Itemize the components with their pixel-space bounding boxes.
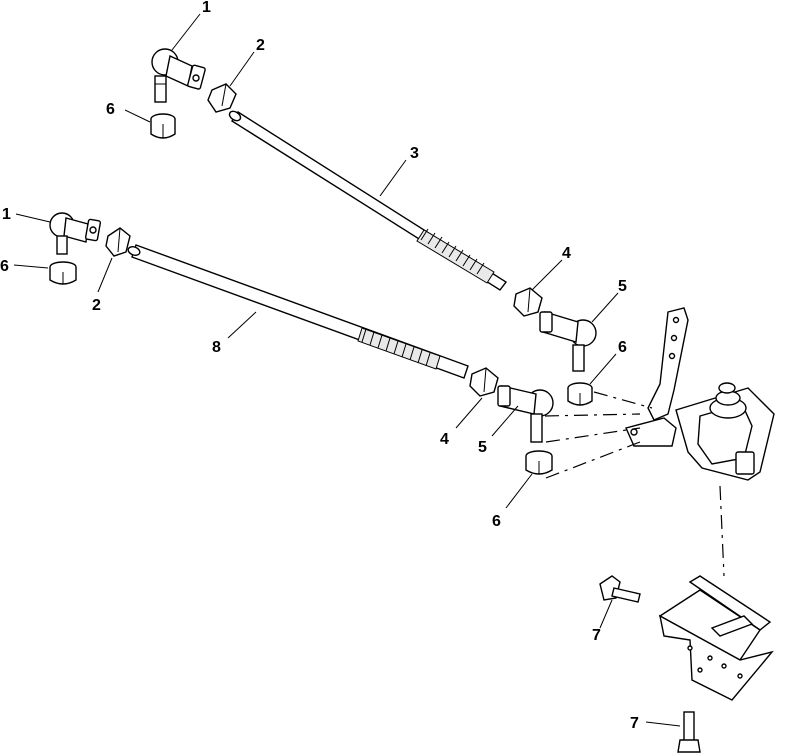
callout-7-lower: 7 [630, 715, 639, 732]
leader-lines [13, 13, 681, 727]
callout-6-right: 6 [618, 339, 627, 356]
callout-6-top: 6 [106, 101, 115, 118]
callout-6-lower: 6 [492, 513, 501, 530]
lower-shift-rod [127, 244, 469, 379]
lock-nut-left [49, 261, 77, 285]
jam-nut-left [105, 227, 131, 257]
ball-joint-right-upper [539, 311, 597, 372]
jam-nut-top [207, 83, 237, 113]
lock-nut-right [567, 382, 593, 406]
callout-1-left: 1 [2, 206, 11, 223]
callout-5-upper: 5 [618, 278, 627, 295]
jam-nut-upper-right [513, 287, 543, 317]
bolt-lower [677, 711, 701, 753]
ball-joint-top [151, 48, 206, 103]
callout-labels: 1 2 6 3 1 6 2 4 5 6 8 4 5 6 7 7 [0, 0, 639, 732]
ball-joint-right-lower [497, 385, 554, 443]
callout-4-upper: 4 [562, 245, 571, 262]
callout-5-lower: 5 [478, 439, 487, 456]
callout-1-top: 1 [202, 0, 211, 16]
callout-4-lower: 4 [440, 431, 449, 448]
lock-nut-top [150, 113, 176, 139]
callout-2-top: 2 [256, 37, 265, 54]
bolt-upper [599, 575, 641, 603]
lock-nut-lower [525, 450, 553, 475]
callout-2-left: 2 [92, 297, 101, 314]
ball-joint-left [49, 212, 102, 255]
callout-6-left: 6 [0, 258, 9, 275]
assembly-dashed-lines [544, 391, 725, 577]
shifter-assembly [625, 307, 775, 481]
upper-shift-rod [228, 110, 508, 291]
callout-8: 8 [212, 339, 221, 356]
mounting-bracket [658, 575, 774, 701]
callout-7-upper: 7 [592, 627, 601, 644]
callout-3: 3 [410, 145, 419, 162]
jam-nut-lower-right [469, 367, 499, 397]
